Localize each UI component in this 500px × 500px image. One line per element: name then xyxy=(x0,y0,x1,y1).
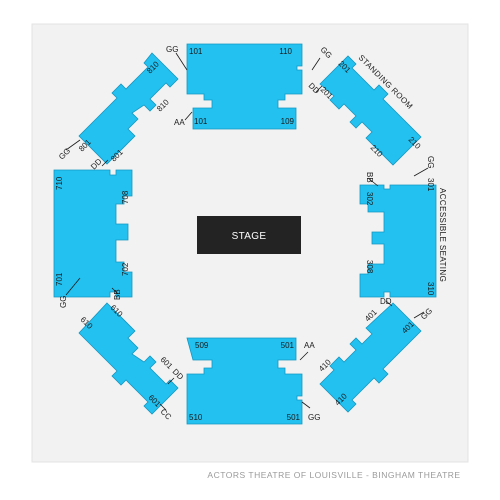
seat-label-710: 710 xyxy=(55,176,64,190)
section-200-shape[interactable] xyxy=(319,55,422,166)
row-label-100-gg: GG xyxy=(166,45,178,54)
venue-title: ACTORS THEATRE OF LOUISVILLE - BINGHAM T… xyxy=(207,470,460,480)
seat-label-110: 110 xyxy=(279,47,292,56)
section-800[interactable]: 801 801 810 810 xyxy=(77,52,179,165)
seat-label-301: 301 xyxy=(426,178,435,192)
seat-label-501-top: 501 xyxy=(281,341,295,350)
section-800-shape[interactable] xyxy=(78,52,179,165)
row-label-300-bb: BB xyxy=(365,172,374,183)
row-label-700-bb: BB xyxy=(113,289,122,300)
row-label-500-aa: AA xyxy=(304,341,315,350)
seat-label-101-top: 101 xyxy=(189,47,203,56)
seat-label-501-bottom: 501 xyxy=(287,413,301,422)
seat-label-509: 509 xyxy=(195,341,209,350)
section-700[interactable]: 701 702 710 708 xyxy=(53,169,133,298)
seat-label-701: 701 xyxy=(55,272,64,286)
section-300[interactable]: 301 302 308 310 xyxy=(359,178,437,298)
stage-label: STAGE xyxy=(232,231,267,242)
row-label-400-dd: DD xyxy=(380,297,392,306)
row-label-100-aa: AA xyxy=(174,118,185,127)
row-labels xyxy=(65,52,429,411)
seat-label-702: 702 xyxy=(121,262,130,276)
seat-label-308: 308 xyxy=(365,260,374,274)
section-100-shape[interactable] xyxy=(186,43,303,130)
stage: STAGE xyxy=(197,216,301,254)
seat-label-310: 310 xyxy=(426,282,435,296)
row-label-700-gg: GG xyxy=(59,296,68,308)
section-500[interactable]: 509 501 510 501 xyxy=(186,337,303,425)
stage-shape xyxy=(197,216,301,254)
row-label-300-gg: GG xyxy=(426,156,435,168)
seat-label-101-bottom: 101 xyxy=(194,117,208,126)
section-100[interactable]: 101 110 101 109 xyxy=(186,43,303,130)
section-600-shape[interactable] xyxy=(78,302,179,415)
section-300-shape[interactable] xyxy=(359,184,437,298)
row-label-500-gg: GG xyxy=(308,413,320,422)
section-700-shape[interactable] xyxy=(53,169,133,298)
seat-label-510: 510 xyxy=(189,413,203,422)
seat-label-109: 109 xyxy=(281,117,295,126)
accessible-seating-label: ACCESSIBLE SEATING xyxy=(438,188,447,282)
seat-label-302: 302 xyxy=(365,192,374,206)
seat-label-708: 708 xyxy=(121,190,130,204)
section-400-shape[interactable] xyxy=(319,302,422,413)
section-500-shape[interactable] xyxy=(186,337,303,425)
